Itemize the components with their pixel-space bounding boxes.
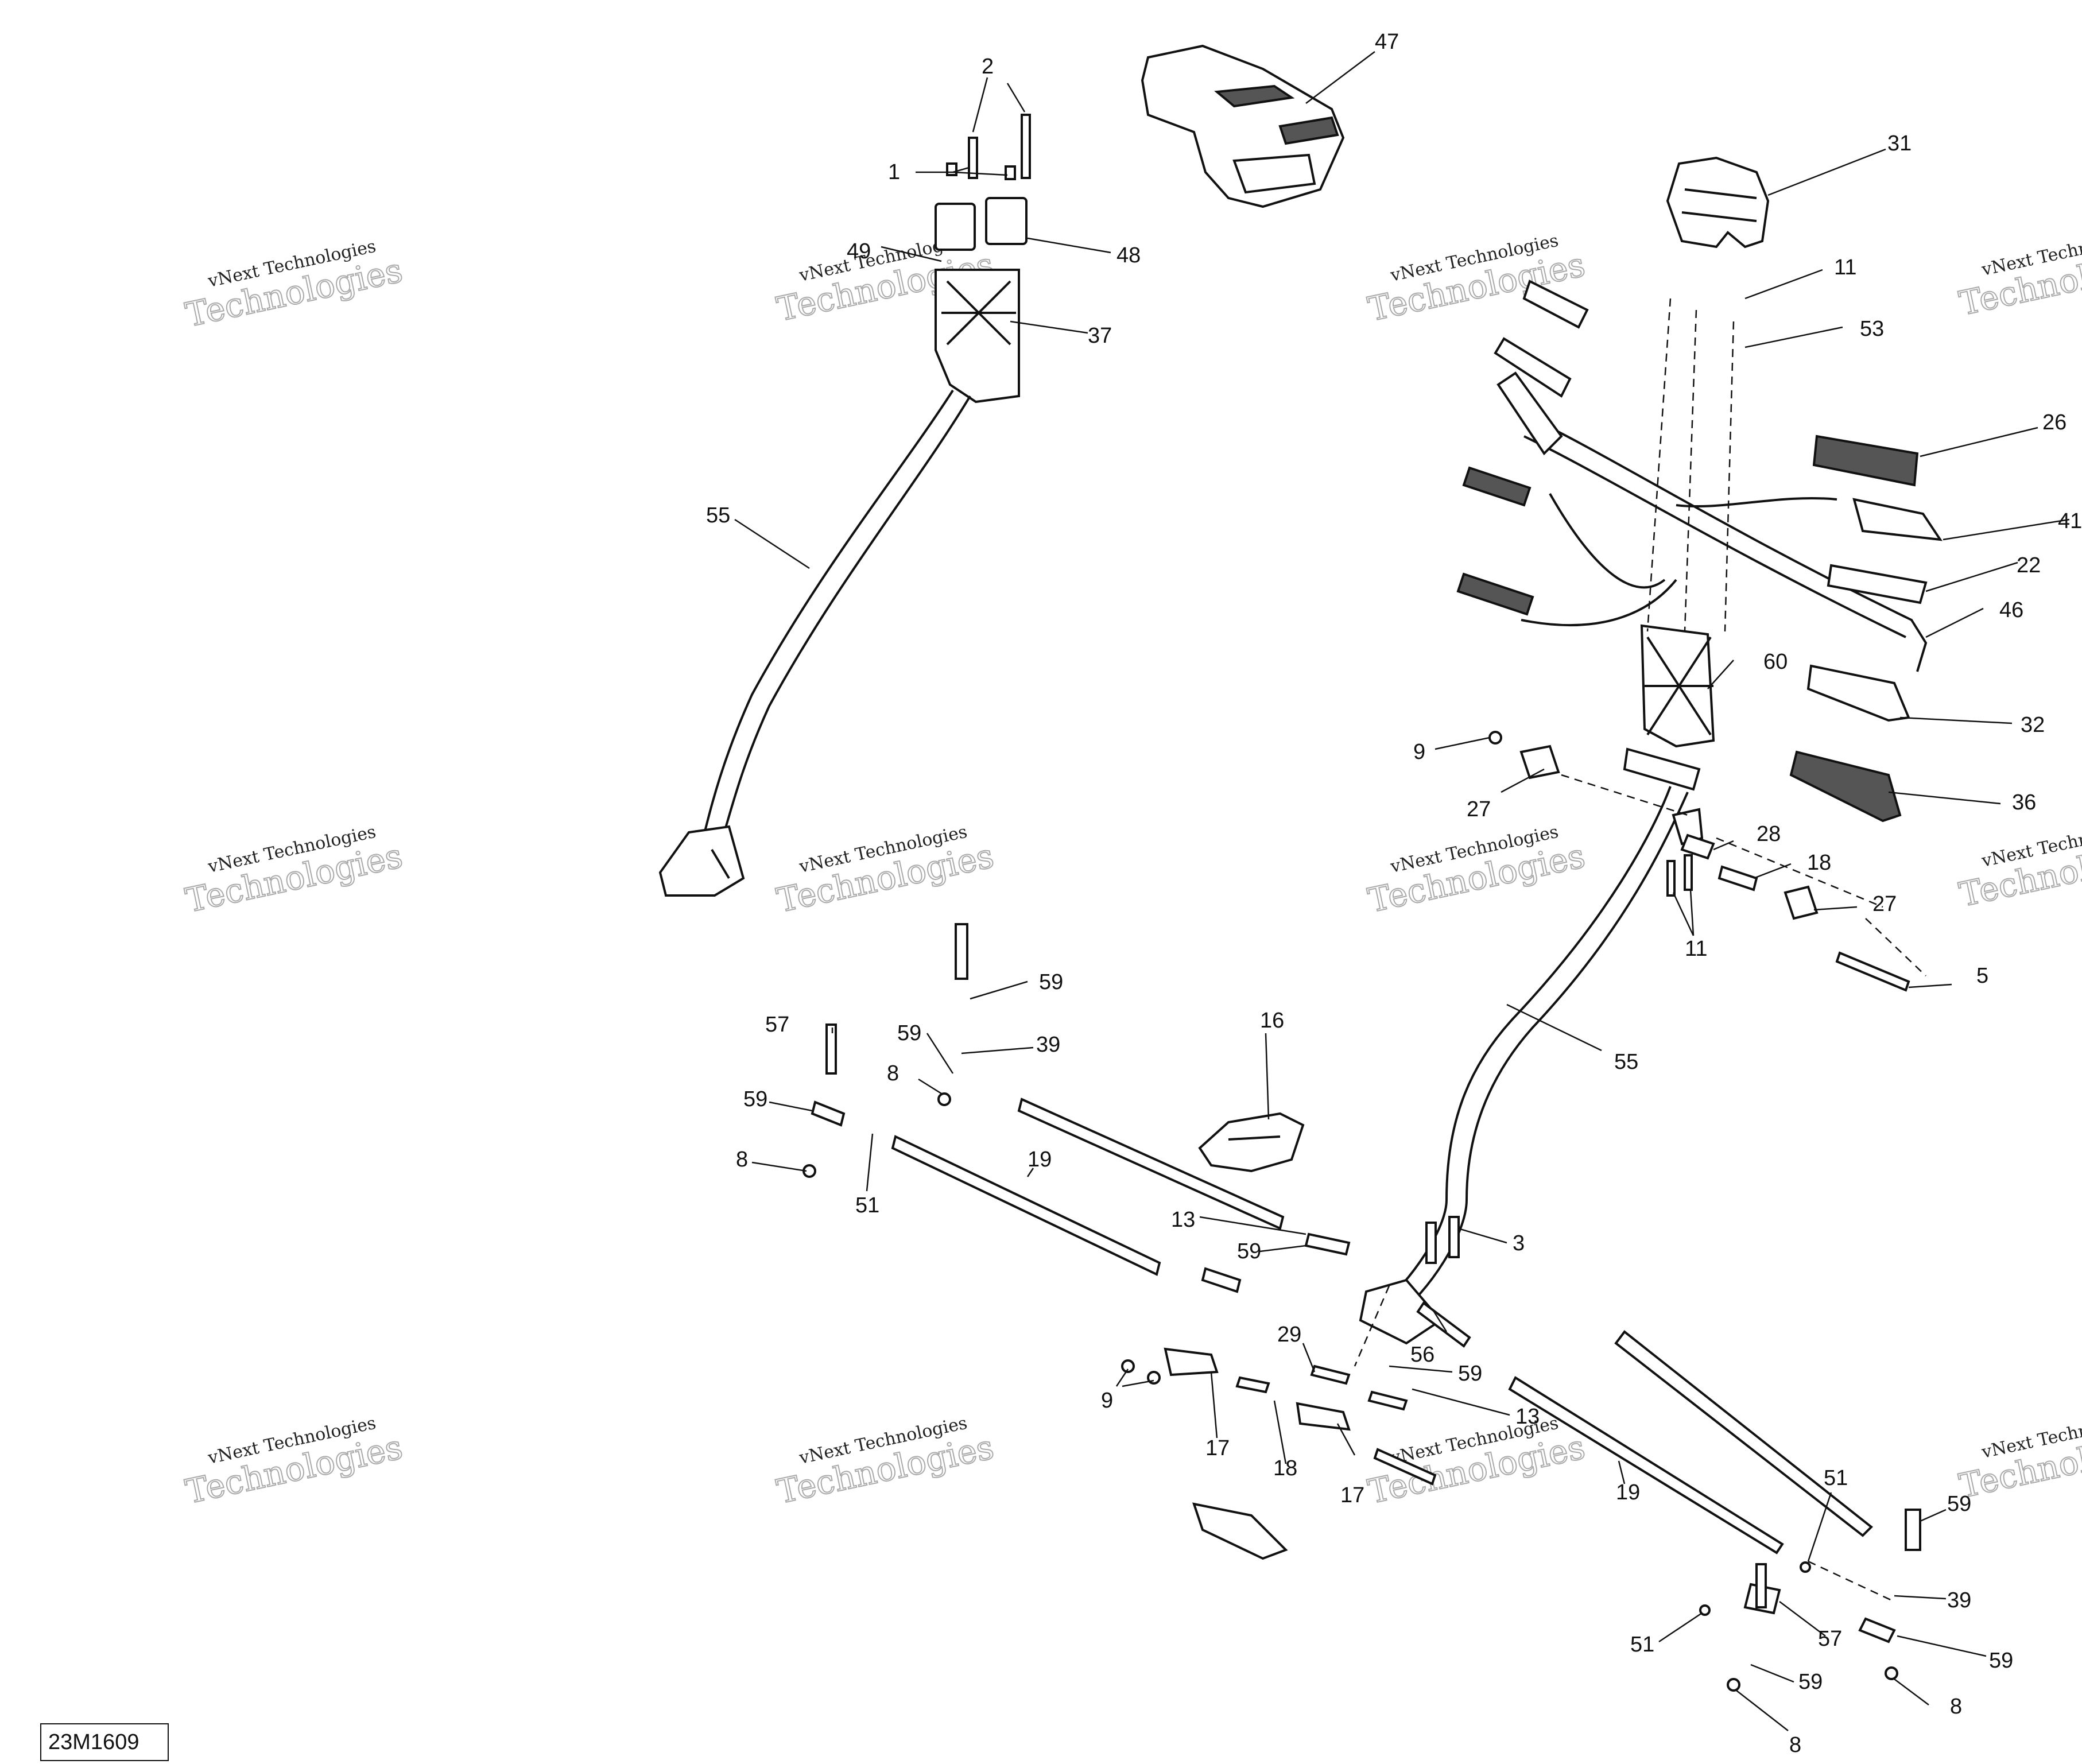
callout-label: 57 (1818, 1627, 1842, 1651)
callout-label: 59 (1237, 1239, 1261, 1263)
left-tie-rods (802, 923, 1351, 1293)
callout-label: 56 (1410, 1343, 1434, 1367)
callout-label: 8 (887, 1061, 899, 1085)
callout-label: 11 (1834, 255, 1856, 280)
callout-label: 36 (2012, 790, 2036, 815)
callout-label: 1 (888, 160, 900, 184)
callout-label: 60 (1763, 650, 1788, 674)
callout-label: 39 (1036, 1033, 1060, 1057)
callout-label: 13 (1171, 1208, 1195, 1232)
callout-label: 47 (1375, 30, 1399, 54)
callout-label: 31 (1887, 131, 1912, 156)
handlebar-pad (1666, 156, 1770, 249)
diagram-code: 23M1609 (48, 1730, 139, 1754)
callout-label: 37 (1088, 324, 1112, 348)
assembly-lines (1354, 298, 1926, 1603)
callout-label: 55 (706, 503, 730, 528)
callout-label: 59 (1039, 970, 1063, 994)
handlebar-cover (1141, 44, 1345, 208)
callout-label: 59 (897, 1021, 921, 1045)
callout-label: 59 (1947, 1492, 1971, 1516)
callout-label: 59 (1989, 1649, 2013, 1673)
callout-label: 17 (1205, 1436, 1230, 1460)
callout-label: 41 (2058, 509, 2082, 533)
callout-label: 26 (2042, 410, 2067, 435)
right-tie-rod-ends (1488, 731, 1910, 992)
callout-label: 3 (1513, 1231, 1525, 1255)
callout-label: 51 (1824, 1466, 1848, 1490)
callout-labels: 47 31 2 1 49 48 37 55 11 53 26 41 22 46 … (706, 30, 2082, 1757)
callout-label: 9 (1101, 1389, 1113, 1413)
callout-label: 18 (1807, 851, 1831, 875)
mount-bracket (1198, 1112, 1305, 1173)
callout-label: 27 (1872, 892, 1897, 916)
left-steering-column (658, 197, 1028, 897)
leader-lines (734, 51, 2070, 1731)
callout-label: 11 (1685, 937, 1707, 961)
callout-label: 28 (1757, 822, 1781, 846)
right-steering-column (1359, 624, 1715, 1345)
callout-label: 8 (736, 1147, 748, 1172)
callout-label: 32 (2021, 713, 2045, 737)
callout-label: 39 (1947, 1588, 1971, 1612)
callout-label: 5 (1976, 964, 1988, 988)
callout-label: 46 (1999, 598, 2023, 622)
callout-label: 49 (847, 239, 871, 263)
callout-label: 9 (1413, 740, 1425, 764)
callout-label: 55 (1614, 1050, 1638, 1074)
callout-label: 8 (1950, 1695, 1962, 1719)
callout-label: 59 (1798, 1670, 1823, 1694)
callout-label: 2 (982, 55, 994, 79)
callout-label: 17 (1340, 1483, 1364, 1507)
callout-label: 27 (1467, 797, 1491, 821)
callout-label: 19 (1028, 1147, 1052, 1172)
callout-label: 18 (1273, 1456, 1297, 1480)
callout-label: 51 (855, 1193, 879, 1218)
callout-label: 8 (1789, 1733, 1801, 1757)
callout-label: 59 (743, 1087, 767, 1111)
lower-linkage (1121, 1216, 1471, 1560)
callout-label: 22 (2017, 553, 2041, 577)
callout-label: 19 (1616, 1480, 1640, 1505)
callout-label: 59 (1458, 1362, 1482, 1386)
callout-label: 16 (1260, 1009, 1284, 1033)
callout-label: 57 (765, 1013, 789, 1037)
screws-left (946, 114, 1031, 180)
callout-label: 51 (1630, 1633, 1654, 1657)
lower-tie-rods (1508, 1330, 1921, 1692)
callout-label: 13 (1515, 1405, 1540, 1429)
callout-label: 48 (1116, 243, 1141, 267)
callout-label: 29 (1277, 1323, 1301, 1347)
callout-label: 53 (1860, 317, 1884, 341)
handlebar-assembly (1456, 280, 1943, 823)
diagram-code-box: 23M1609 (40, 1723, 169, 1761)
